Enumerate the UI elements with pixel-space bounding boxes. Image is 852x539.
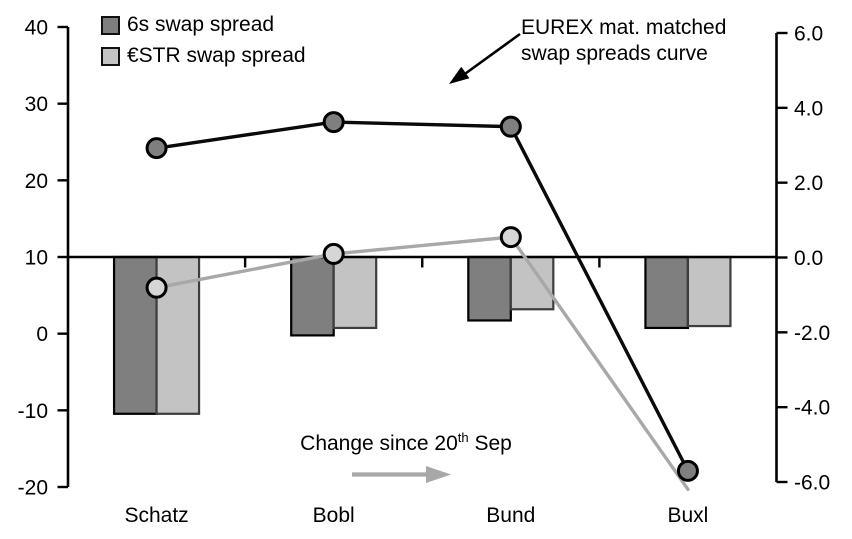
sixs-marker-bobl <box>322 111 345 134</box>
estr-swap-spread-line <box>154 235 690 491</box>
change-since-annotation: Change since 20th Sep <box>288 430 524 456</box>
eurex-annotation: EUREX mat. matched swap spreads curve <box>521 15 726 67</box>
change-since-superscript: th <box>457 430 469 445</box>
eurex-annotation-line2: swap spreads curve <box>521 42 708 65</box>
sixs-swap-spread-line <box>154 120 690 473</box>
legend-swatch-6s-icon <box>101 15 120 35</box>
category-label-bund: Bund <box>486 504 535 527</box>
change-since-text: Change since 20 <box>300 432 458 455</box>
right-axis-tick-label: 4.0 <box>794 97 823 120</box>
right-axis-tick-label: 6.0 <box>794 23 823 46</box>
left-axis-tick-label: 0 <box>36 323 48 346</box>
right-axis-tick-label: -2.0 <box>794 322 830 345</box>
bar-6s-bobl <box>290 255 335 337</box>
right-axis-tick-label: 0.0 <box>794 247 823 270</box>
category-label-buxl: Buxl <box>668 504 709 527</box>
category-label-schatz: Schatz <box>124 504 188 527</box>
legend-item-estr: €STR swap spread <box>101 42 306 70</box>
right-axis-tick-label: -6.0 <box>794 472 830 495</box>
eurex-annotation-line1: EUREX mat. matched <box>521 16 727 39</box>
estr-marker-bund <box>499 226 522 249</box>
change-arrow-head-icon <box>426 466 451 483</box>
left-axis-tick-label: 30 <box>25 93 48 116</box>
right-axis-tick-label: -4.0 <box>794 397 830 420</box>
category-label-bobl: Bobl <box>313 504 355 527</box>
estr-marker-bobl <box>322 242 345 265</box>
bar-estr-buxl <box>686 255 732 328</box>
left-axis-tick-label: -20 <box>18 477 48 500</box>
sixs-marker-buxl <box>676 459 699 482</box>
eurex-arrow-head-icon <box>449 66 470 84</box>
left-axis-tick-label: -10 <box>18 400 48 423</box>
bar-6s-bund <box>467 255 512 322</box>
legend-swatch-estr-icon <box>101 46 120 66</box>
sixs-marker-bund <box>499 115 522 138</box>
bar-6s-buxl <box>644 255 690 330</box>
legend: 6s swap spread €STR swap spread <box>101 11 306 70</box>
estr-marker-schatz <box>145 276 168 299</box>
legend-item-6s: 6s swap spread <box>101 11 306 39</box>
left-axis-tick-label: 10 <box>25 247 48 270</box>
left-axis-tick-label: 20 <box>25 170 48 193</box>
eurex-arrow-shaft-icon <box>461 32 521 78</box>
left-axis-tick-label: 40 <box>25 17 48 40</box>
legend-label-estr: €STR swap spread <box>127 44 306 67</box>
sixs-marker-schatz <box>145 137 168 160</box>
right-axis-tick-label: 2.0 <box>794 172 823 195</box>
bar-estr-bobl <box>332 255 378 330</box>
legend-label-6s: 6s swap spread <box>127 13 275 36</box>
change-since-suffix: Sep <box>468 432 512 455</box>
